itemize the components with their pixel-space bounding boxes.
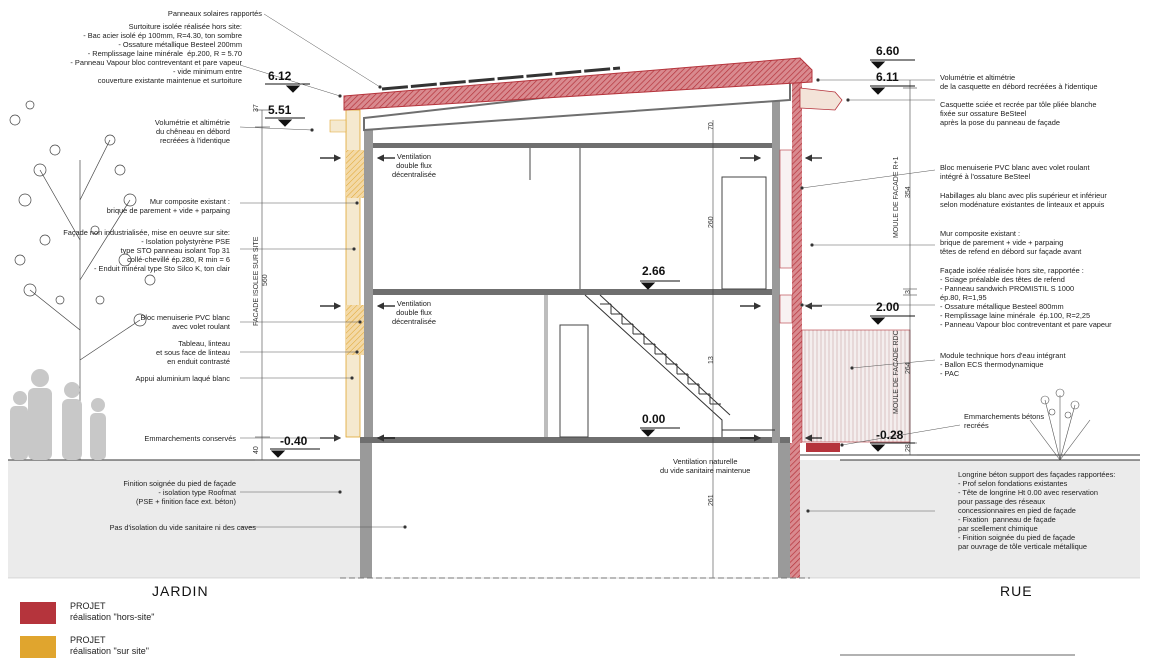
- cheneau-left: [329, 119, 347, 133]
- level-551: 5.51: [268, 103, 292, 117]
- leader-lines-left: [239, 13, 407, 529]
- legend-text-hors-site: PROJET réalisation "hors-site": [70, 601, 155, 622]
- slab-first-floor: [370, 289, 780, 295]
- solar-panels: [381, 66, 621, 91]
- right-window-upper: [779, 149, 793, 269]
- note-mur-composite-right: Mur composite existant : brique de parem…: [940, 229, 1082, 256]
- level-611: 6.11: [876, 70, 899, 84]
- interior-door-lower: [559, 324, 589, 438]
- note-menuiserie-right: Bloc menuiserie PVC blanc avec volet rou…: [940, 163, 1090, 181]
- note-panneaux-solaires: Panneaux solaires rapportés: [167, 9, 262, 18]
- note-cheneau: Volumétrie et altimétrie du chêneau en d…: [154, 118, 230, 145]
- note-ventilation-vide: Ventilation naturelle du vide sanitaire …: [660, 457, 751, 475]
- dim-260: 260: [708, 216, 715, 228]
- interior-door-upper: [721, 176, 767, 290]
- left-window-upper: [346, 150, 364, 198]
- note-emmarchements-left: Emmarchements conservés: [144, 434, 236, 443]
- roof-surtoiture-hors-site: [343, 57, 813, 111]
- note-mur-composite-left: Mur composite existant : brique de parem…: [106, 197, 230, 215]
- label-moule-r1: MOULE DE FACADE R+1: [893, 156, 900, 239]
- left-wall-existing: [364, 127, 373, 437]
- note-casquette-sciee: Casquette sciée et recrée par tôle pliée…: [940, 100, 1097, 127]
- dim-28: 28: [905, 444, 912, 452]
- level-markers: [265, 59, 915, 458]
- note-habillages: Habillages alu blanc avec plis supérieur…: [940, 191, 1107, 209]
- dim-354: 354: [905, 186, 912, 198]
- legend-swatch-hors-site: [20, 602, 56, 624]
- note-emmarchements-right: Emmarchements bétons recréés: [964, 412, 1045, 430]
- note-appui: Appui aluminium laqué blanc: [135, 374, 231, 383]
- dim-560: 560: [262, 274, 269, 286]
- zone-jardin: JARDIN: [152, 583, 209, 599]
- note-facade-sur-site: Façade non industrialisée, mise en oeuvr…: [63, 228, 230, 273]
- note-ventilation-lower: Ventilation double flux décentralisée: [392, 299, 436, 326]
- dim-37: 37: [253, 104, 260, 112]
- note-longrine: Longrine béton support des façades rappo…: [958, 470, 1116, 551]
- slab-ceiling: [370, 143, 780, 148]
- dim-3: 3: [905, 290, 912, 294]
- note-facade-hors-site: Façade isolée réalisée hors site, rappor…: [940, 266, 1112, 329]
- note-vide-sanitaire-left: Pas d'isolation du vide sanitaire ni des…: [109, 523, 256, 532]
- ventilation-arrows: [320, 154, 822, 442]
- note-module-technique: Module technique hors d'eau intégrant - …: [940, 351, 1066, 378]
- basement-wall-right: [778, 443, 790, 578]
- level-660: 6.60: [876, 44, 900, 58]
- note-surtoiture: Surtoiture isolée réalisée hors site: - …: [70, 22, 242, 85]
- note-ventilation-upper: Ventilation double flux décentralisée: [392, 152, 436, 179]
- level-m028: -0.28: [876, 428, 904, 442]
- dim-70: 70: [708, 122, 715, 130]
- dim-40: 40: [253, 446, 260, 454]
- dim-264: 264: [905, 362, 912, 374]
- tree-icon: [9, 100, 156, 460]
- left-window-lower: [346, 305, 364, 355]
- dim-13: 13: [708, 356, 715, 364]
- label-facade-sur-site: FACADE ISOLEE SUR SITE: [253, 236, 260, 326]
- label-moule-rdc: MOULE DE FACADE RDC: [893, 330, 900, 414]
- basement-wall-left: [360, 443, 372, 578]
- staircase: [584, 294, 775, 437]
- ground-left: [8, 460, 360, 578]
- ground-right: [800, 460, 1140, 578]
- step-red: [806, 443, 840, 452]
- right-wall-existing: [772, 100, 780, 443]
- note-casquette-volumetrie: Volumétrie et altimétrie de la casquette…: [940, 73, 1098, 91]
- level-m040: -0.40: [280, 434, 308, 448]
- level-266: 2.66: [642, 264, 666, 278]
- level-612: 6.12: [268, 69, 292, 83]
- right-facade-hors-site: [792, 80, 802, 443]
- level-200: 2.00: [876, 300, 900, 314]
- technical-module: [801, 329, 911, 443]
- note-tableau: Tableau, linteau et sous face de linteau…: [156, 339, 230, 366]
- note-menuiserie-left: Bloc menuiserie PVC blanc avec volet rou…: [140, 313, 230, 331]
- longrine-beton: [790, 443, 800, 578]
- people-silhouette: [10, 369, 106, 460]
- dim-261: 261: [708, 494, 715, 506]
- legend-swatch-sur-site: [20, 636, 56, 658]
- partition-ground: [544, 295, 548, 437]
- note-pied-facade: Finition soignée du pied de façade - iso…: [123, 479, 236, 506]
- shrub-icon: [1029, 388, 1091, 461]
- leader-lines-right: [800, 78, 961, 513]
- right-window-lower: [779, 294, 793, 324]
- dimension-lines: [255, 80, 917, 578]
- casquette: [799, 87, 843, 111]
- zone-rue: RUE: [1000, 583, 1033, 599]
- level-000: 0.00: [642, 412, 666, 426]
- slab-ground-floor: [360, 437, 790, 443]
- legend-text-sur-site: PROJET réalisation "sur site": [70, 635, 149, 656]
